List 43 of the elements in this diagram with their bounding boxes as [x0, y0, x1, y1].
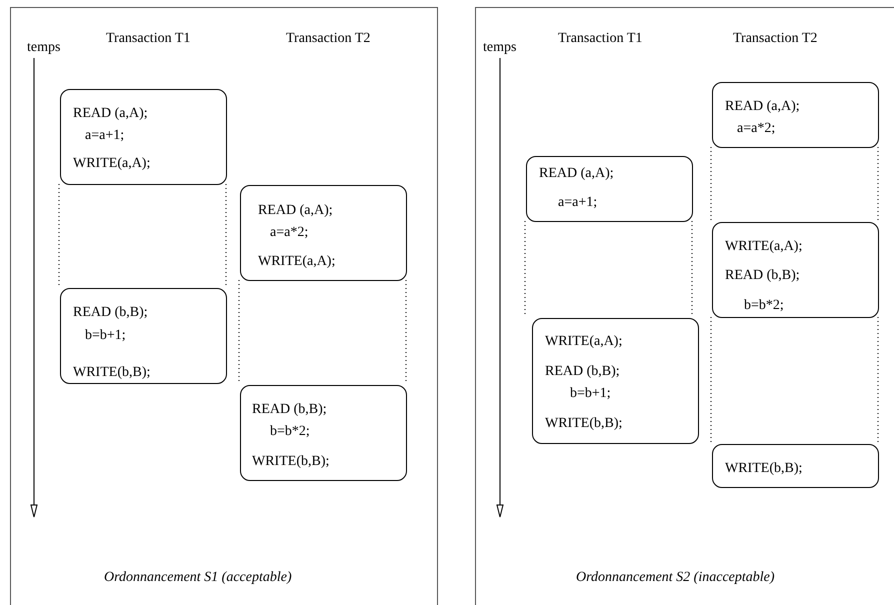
- schedule-panel: [475, 7, 894, 605]
- operation-box: [712, 222, 879, 318]
- operation-box: [60, 89, 227, 185]
- column-heading: Transaction T1: [558, 31, 642, 47]
- code-statement: READ (a,A);: [258, 203, 333, 219]
- code-statement: a=a*2;: [270, 225, 308, 241]
- code-statement: WRITE(b,B);: [545, 416, 622, 432]
- code-statement: WRITE(b,B);: [725, 461, 802, 477]
- code-statement: a=a*2;: [737, 121, 776, 137]
- code-statement: b=b+1;: [570, 386, 611, 402]
- code-statement: READ (a,A);: [539, 166, 614, 182]
- code-statement: b=b+1;: [85, 328, 126, 344]
- operation-box: [526, 156, 693, 222]
- code-statement: READ (b,B);: [725, 268, 800, 284]
- code-statement: READ (b,B);: [545, 364, 620, 380]
- operation-box: [60, 288, 227, 384]
- column-heading: Transaction T2: [286, 31, 370, 47]
- code-statement: b=b*2;: [744, 298, 784, 314]
- operation-box: [240, 185, 407, 281]
- operation-box: [712, 444, 879, 488]
- code-statement: WRITE(a,A);: [725, 239, 802, 255]
- code-statement: READ (b,B);: [73, 305, 148, 321]
- axis-label: temps: [27, 40, 60, 56]
- axis-label: temps: [483, 40, 516, 56]
- code-statement: WRITE(b,B);: [73, 365, 150, 381]
- schedule-caption: Ordonnancement S1 (acceptable): [104, 570, 292, 586]
- column-heading: Transaction T1: [106, 31, 190, 47]
- code-statement: b=b*2;: [270, 424, 310, 440]
- schedule-panel: [10, 7, 438, 605]
- code-statement: READ (b,B);: [252, 402, 327, 418]
- operation-box: [712, 82, 879, 148]
- operation-box: [532, 318, 699, 444]
- code-statement: WRITE(a,A);: [73, 156, 150, 172]
- code-statement: a=a+1;: [558, 195, 598, 211]
- operation-box: [240, 385, 407, 481]
- code-statement: a=a+1;: [85, 128, 124, 144]
- code-statement: READ (a,A);: [73, 106, 148, 122]
- column-heading: Transaction T2: [733, 31, 818, 47]
- code-statement: WRITE(b,B);: [252, 454, 330, 470]
- code-statement: READ (a,A);: [725, 99, 800, 115]
- code-statement: WRITE(a,A);: [258, 254, 336, 270]
- code-statement: WRITE(a,A);: [545, 334, 622, 350]
- schedule-caption: Ordonnancement S2 (inacceptable): [576, 570, 775, 586]
